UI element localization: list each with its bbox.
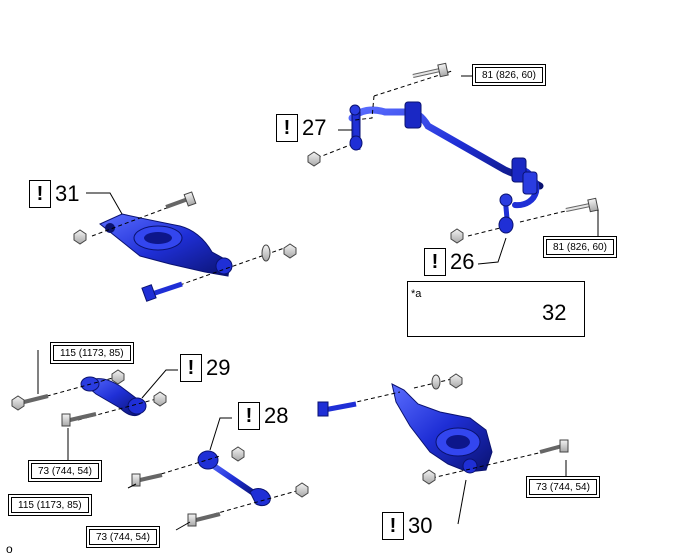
torque-spec: 73 (744, 54) (31, 463, 99, 479)
part-number-31: 31 (55, 181, 80, 206)
lower-arm-31 (99, 213, 233, 277)
bolt-arm31-bottom (141, 281, 183, 302)
torque-spec-box: 73 (744, 54) (86, 526, 160, 548)
callout-26: ! 26 (424, 248, 474, 276)
upper-arm-29 (80, 376, 147, 417)
callout-31: ! 31 (29, 180, 79, 208)
torque-spec: 81 (826, 60) (546, 239, 614, 255)
stabilizer-link-right (498, 193, 514, 234)
torque-spec: 81 (826, 60) (475, 67, 543, 83)
toe-arm-28 (197, 450, 271, 507)
nut-stab-left (307, 151, 321, 167)
warning-icon: ! (276, 114, 298, 142)
washer-arm31 (261, 243, 297, 262)
callout-30: ! 30 (382, 512, 432, 540)
leader-lines (37, 75, 599, 531)
warning-icon: ! (382, 512, 404, 540)
stabilizer-bar (348, 101, 544, 209)
part-number-30: 30 (408, 513, 433, 538)
bolt-top (412, 62, 449, 78)
warning-icon: ! (424, 248, 446, 276)
footer-code: o (6, 542, 13, 556)
bolt-arm31-top (165, 191, 197, 209)
callout-29: ! 29 (180, 354, 230, 382)
torque-spec: 73 (744, 54) (89, 529, 157, 545)
torque-spec: 73 (744, 54) (529, 479, 597, 495)
stabilizer-link-left (349, 104, 363, 151)
part-number-29: 29 (206, 355, 231, 380)
inset-panel: *a 32 (407, 281, 585, 337)
part-number-27: 27 (302, 115, 327, 140)
warning-icon: ! (180, 354, 202, 382)
torque-spec-box: 115 (1173, 85) (50, 342, 134, 364)
torque-spec-box: 115 (1173, 85) (8, 494, 92, 516)
part-number-28: 28 (264, 403, 289, 428)
torque-spec: 115 (1173, 85) (53, 345, 131, 361)
torque-spec-box: 81 (826, 60) (543, 236, 617, 258)
torque-spec-box: 73 (744, 54) (526, 476, 600, 498)
arm28-hardware (131, 446, 309, 527)
bolt-right-stab (565, 197, 599, 213)
callout-27: ! 27 (276, 114, 326, 142)
stabilizer-hardware (316, 70, 579, 237)
warning-icon: ! (29, 180, 51, 208)
warning-icon: ! (238, 402, 260, 430)
nut-stab-right (450, 228, 464, 244)
torque-spec-box: 73 (744, 54) (28, 460, 102, 482)
arm29-hardware (11, 369, 167, 427)
nut-arm31-left (73, 229, 87, 245)
callout-28: ! 28 (238, 402, 288, 430)
torque-spec-box: 81 (826, 60) (472, 64, 546, 86)
part-number-26: 26 (450, 249, 475, 274)
torque-spec: 115 (1173, 85) (11, 497, 89, 513)
arm30-hardware (317, 373, 569, 485)
inset-prefix: *a (411, 288, 422, 300)
part-number-32: 32 (542, 300, 567, 325)
lower-arm-30 (391, 383, 493, 474)
